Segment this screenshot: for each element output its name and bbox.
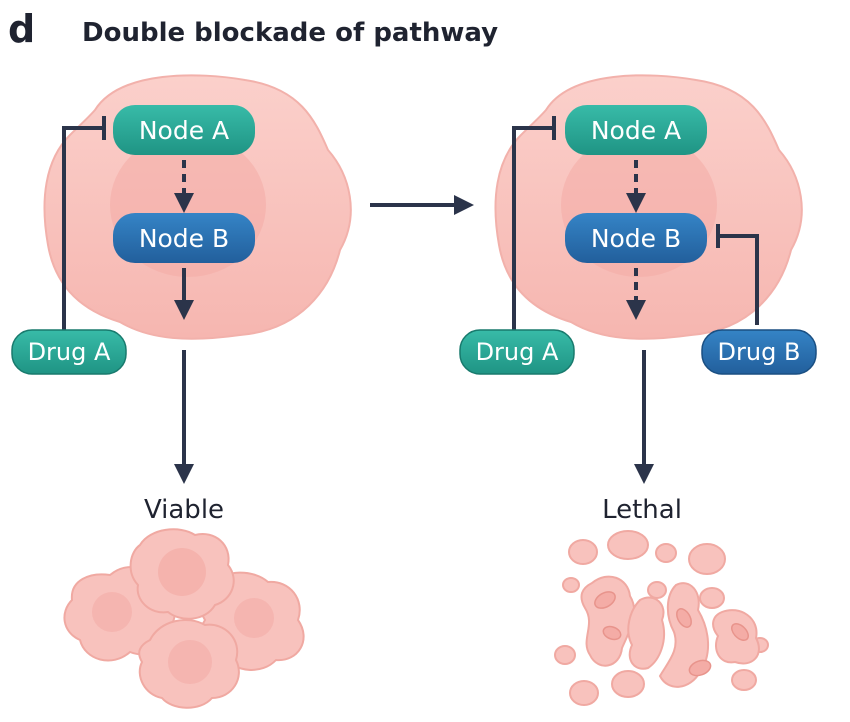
figure-title: Double blockade of pathway	[82, 18, 498, 48]
right-node-b	[565, 213, 707, 263]
right-node-a	[565, 105, 707, 155]
lethal-mitochondria	[594, 591, 749, 677]
left-drug-a-label: Drug A	[28, 338, 111, 366]
left-drug-a-pill	[11, 329, 127, 375]
right-drug-a-label: Drug A	[476, 338, 559, 366]
left-node-a-label: Node A	[139, 116, 229, 145]
right-drug-a-pill	[459, 329, 575, 375]
right-drug-b-inhibition	[718, 234, 759, 325]
left-node-b-label: Node B	[139, 224, 229, 253]
right-node-a-label: Node A	[591, 116, 681, 145]
left-node-b	[113, 213, 255, 263]
right-drug-b-pill	[701, 329, 817, 375]
viable-label: Viable	[144, 495, 224, 525]
panel-letter: d	[8, 7, 35, 51]
right-drug-a-inhibition	[512, 126, 554, 330]
lethal-label: Lethal	[602, 495, 682, 525]
left-drug-a-inhibition	[62, 126, 104, 330]
viable-cell-cluster	[63, 528, 305, 709]
lethal-cell-fragments	[554, 530, 769, 706]
left-node-a	[113, 105, 255, 155]
right-drug-b-label: Drug B	[718, 338, 801, 366]
right-panel: Node A Node B Drug A Drug B Lethal	[459, 74, 817, 706]
right-node-b-label: Node B	[591, 224, 681, 253]
left-panel: Node A Node B Drug A Viable	[11, 74, 352, 709]
